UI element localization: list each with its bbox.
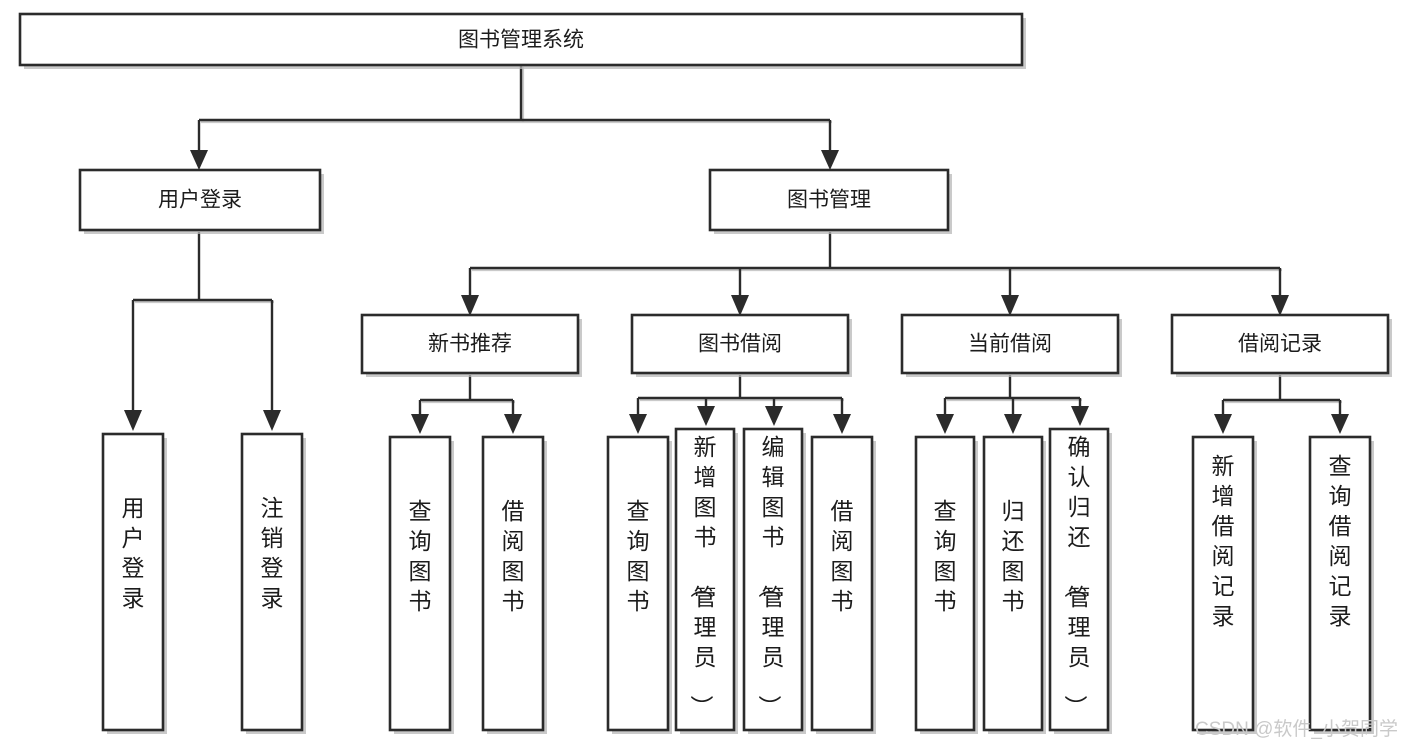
leaf-edit-book[interactable]: 编辑图书（管理员） bbox=[742, 427, 806, 734]
node-book-borrow-label: 图书借阅 bbox=[698, 333, 782, 356]
connector-root-to-level2 bbox=[190, 65, 839, 170]
leaf-add-record-label: 新增借阅记录 bbox=[1212, 453, 1235, 629]
leaf-edit-book-label: 编辑图书（管理员） bbox=[757, 434, 785, 718]
csdn-watermark: CSDN @软件_小贺同学 bbox=[1195, 718, 1398, 740]
leaf-return-book-label: 归还图书 bbox=[1002, 498, 1025, 614]
leaf-borrow-book-2[interactable]: 借阅图书 bbox=[810, 435, 876, 734]
leaf-add-book[interactable]: 新增图书（管理员） bbox=[674, 427, 738, 734]
node-root-label: 图书管理系统 bbox=[458, 29, 584, 52]
leaf-user-login[interactable]: 用户登录 bbox=[101, 432, 167, 734]
node-borrow-record-label: 借阅记录 bbox=[1238, 333, 1322, 356]
leaf-return-book[interactable]: 归还图书 bbox=[982, 435, 1046, 734]
leaf-query-record[interactable]: 查询借阅记录 bbox=[1308, 435, 1374, 734]
leaf-query-record-label: 查询借阅记录 bbox=[1329, 453, 1352, 629]
connector-bookmanage-to-level3 bbox=[461, 232, 1289, 316]
node-user-login[interactable]: 用户登录 bbox=[78, 168, 324, 234]
leaf-query-book-1-label: 查询图书 bbox=[409, 498, 432, 614]
connector-userlogin-to-leaves bbox=[124, 232, 281, 431]
node-book-manage-label: 图书管理 bbox=[787, 189, 871, 212]
node-root[interactable]: 图书管理系统 bbox=[18, 12, 1026, 69]
leaf-user-logout[interactable]: 注销登录 bbox=[240, 432, 306, 734]
node-current-borrow[interactable]: 当前借阅 bbox=[900, 313, 1122, 377]
leaf-borrow-book-1-label: 借阅图书 bbox=[502, 498, 525, 614]
leaf-query-book-2-label: 查询图书 bbox=[627, 498, 650, 614]
connector-layer bbox=[124, 65, 1349, 434]
node-borrow-record[interactable]: 借阅记录 bbox=[1170, 313, 1392, 377]
leaf-confirm-return-label: 确认归还（管理员） bbox=[1063, 434, 1091, 718]
connector-borrowrecord-to-leaves bbox=[1214, 375, 1349, 434]
leaf-user-login-label: 用户登录 bbox=[122, 495, 145, 611]
leaf-borrow-book-1[interactable]: 借阅图书 bbox=[481, 435, 547, 734]
leaf-user-logout-label: 注销登录 bbox=[261, 495, 284, 611]
connector-newbook-to-leaves bbox=[411, 375, 522, 434]
leaf-query-book-3-label: 查询图书 bbox=[934, 498, 957, 614]
leaf-query-book-3[interactable]: 查询图书 bbox=[914, 435, 978, 734]
leaf-query-book-2[interactable]: 查询图书 bbox=[606, 435, 672, 734]
leaf-add-book-label: 新增图书（管理员） bbox=[689, 434, 717, 718]
connector-currentborrow-to-leaves bbox=[936, 375, 1089, 434]
connector-bookborrow-to-leaves bbox=[629, 375, 851, 434]
leaf-confirm-return[interactable]: 确认归还（管理员） bbox=[1048, 427, 1112, 734]
leaf-borrow-book-2-label: 借阅图书 bbox=[831, 498, 854, 614]
node-new-book-rec[interactable]: 新书推荐 bbox=[360, 313, 582, 377]
node-book-borrow[interactable]: 图书借阅 bbox=[630, 313, 852, 377]
node-current-borrow-label: 当前借阅 bbox=[968, 333, 1052, 356]
leaf-query-book-1[interactable]: 查询图书 bbox=[388, 435, 454, 734]
node-new-book-rec-label: 新书推荐 bbox=[428, 333, 512, 356]
node-book-manage[interactable]: 图书管理 bbox=[708, 168, 952, 234]
node-user-login-label: 用户登录 bbox=[158, 189, 242, 212]
leaf-add-record[interactable]: 新增借阅记录 bbox=[1191, 435, 1257, 734]
